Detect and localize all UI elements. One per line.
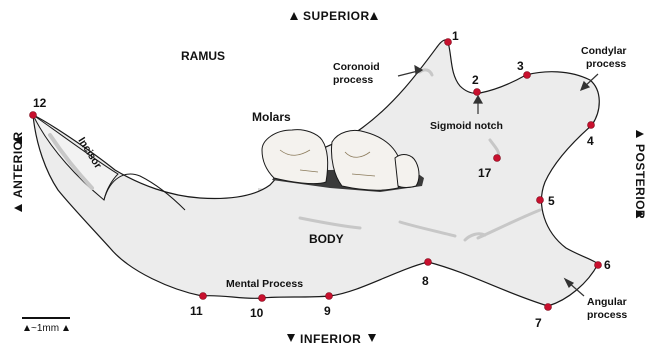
label-angular-process: Angular process [587,296,627,321]
landmark-dot-4 [588,122,595,129]
landmark-label-9: 9 [324,304,331,318]
landmark-dot-2 [474,89,481,96]
landmark-label-1: 1 [452,29,459,43]
landmark-dot-12 [30,112,37,119]
svg-text:process: process [333,74,373,86]
direction-anterior: ANTERIOR [11,131,25,212]
landmark-dot-17 [494,155,501,162]
landmark-label-7: 7 [535,316,542,330]
landmark-dot-8 [425,259,432,266]
landmark-dot-6 [595,262,602,269]
direction-posterior-label: POSTERIOR [633,144,647,219]
svg-text:process: process [586,58,626,70]
direction-superior-label: SUPERIOR [303,9,370,23]
direction-superior: SUPERIOR [290,9,378,23]
landmark-label-10: 10 [250,306,264,320]
direction-posterior: POSTERIOR [633,130,647,219]
landmark-dot-10 [259,295,266,302]
landmark-dot-3 [524,72,531,79]
landmark-label-2: 2 [472,73,479,87]
landmark-dot-9 [326,293,333,300]
svg-text:Condylar: Condylar [581,45,627,57]
region-label-ramus: RAMUS [181,49,225,63]
landmark-dot-11 [200,293,207,300]
region-label-molars: Molars [252,110,291,124]
label-mental-process: Mental Process [226,278,303,290]
svg-text:process: process [587,309,627,321]
landmark-label-3: 3 [517,59,524,73]
label-sigmoid-notch: Sigmoid notch [430,120,503,132]
landmark-label-17: 17 [478,166,492,180]
direction-inferior-label: INFERIOR [300,332,361,346]
landmark-label-6: 6 [604,258,611,272]
landmark-dot-1 [445,39,452,46]
molar-1 [262,130,328,184]
region-label-body: BODY [309,232,344,246]
direction-inferior: INFERIOR [287,332,376,346]
label-condylar-process: Condylar process [581,45,627,70]
svg-text:Coronoid: Coronoid [333,61,380,73]
label-coronoid-process: Coronoid process [333,61,380,86]
scale-bar: ~1mm [22,318,70,334]
landmark-label-5: 5 [548,194,555,208]
landmark-label-4: 4 [587,134,594,148]
landmark-dot-7 [545,304,552,311]
landmark-dot-5 [537,197,544,204]
landmark-label-8: 8 [422,274,429,288]
scale-bar-label: ~1mm [31,323,59,334]
landmark-label-11: 11 [190,304,203,318]
landmark-label-12: 12 [33,96,47,110]
svg-text:Angular: Angular [587,296,627,308]
